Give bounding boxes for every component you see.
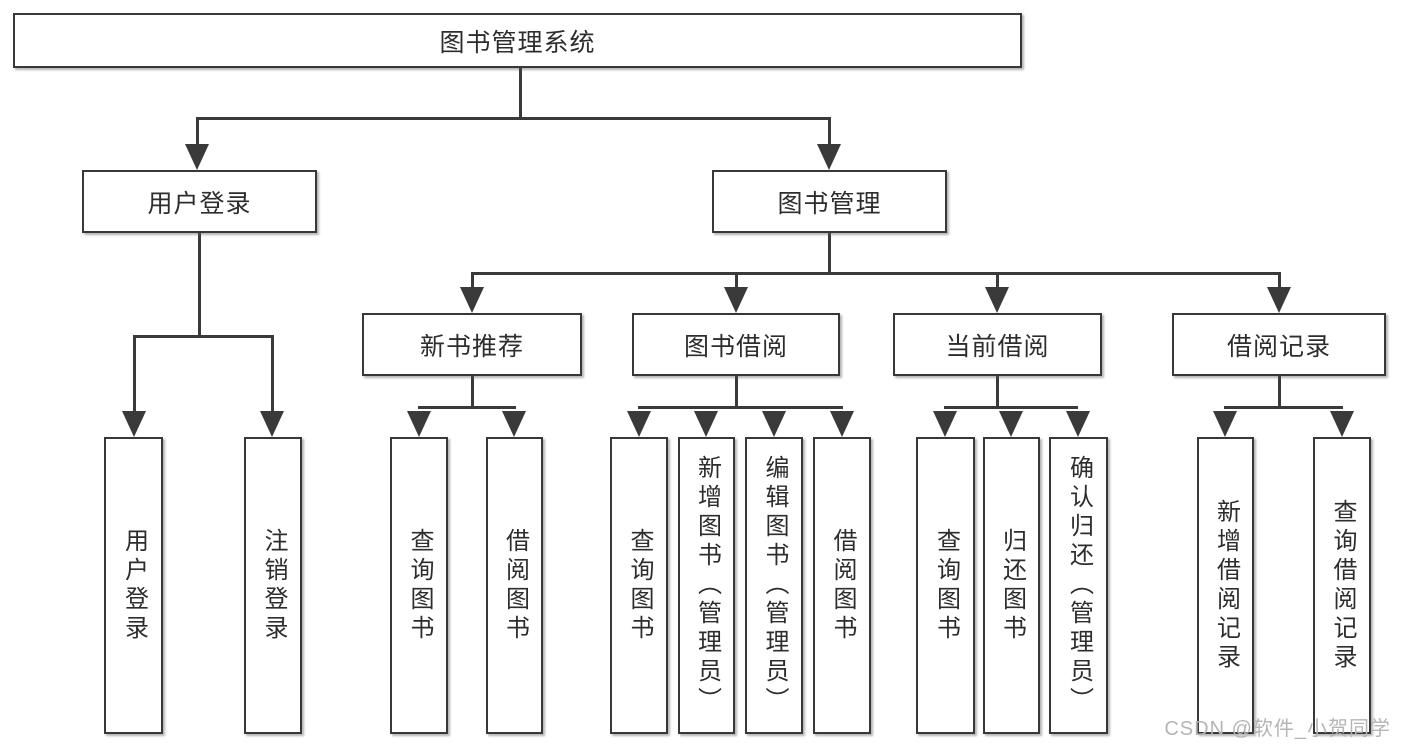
node-label: 查询图书: [626, 527, 653, 644]
arrow-down-icon: [817, 144, 841, 170]
diagram-node-return-books: 归还图书: [983, 437, 1040, 734]
diagram-node-book-borrowing: 图书借阅: [632, 313, 840, 376]
connector-line: [944, 406, 1078, 409]
arrow-down-icon: [999, 411, 1023, 437]
connector-line: [735, 272, 738, 290]
node-label: 编辑图书（管理员）: [761, 455, 788, 716]
connector-line: [196, 117, 831, 120]
diagram-node-user-login: 用户登录: [82, 170, 317, 233]
arrow-down-icon: [830, 411, 854, 437]
diagram-node-borrowing-records: 借阅记录: [1172, 313, 1386, 376]
node-label: 新增借阅记录: [1212, 498, 1240, 673]
node-label: 借阅图书: [501, 527, 529, 644]
connector-line: [133, 335, 136, 415]
diagram-node-user-login-leaf: 用户登录: [104, 437, 163, 734]
node-label: 新增图书（管理员）: [693, 455, 721, 716]
node-label: 查询图书: [932, 527, 960, 644]
diagram-node-add-books-admin: 新增图书（管理员）: [678, 437, 735, 734]
diagram-node-query-borrow-record: 查询借阅记录: [1313, 437, 1371, 734]
diagram-node-logout: 注销登录: [244, 437, 302, 734]
connector-line: [519, 68, 522, 119]
connector-line: [133, 335, 273, 338]
diagram-node-query-books-1: 查询图书: [390, 437, 448, 734]
node-label: 归还图书: [998, 527, 1026, 644]
node-label: 确认归还（管理员）: [1065, 455, 1093, 716]
connector-line: [1224, 406, 1343, 409]
node-label: 图书管理系统: [439, 28, 596, 57]
node-label: 借阅记录: [1226, 332, 1331, 361]
connector-line: [471, 376, 474, 409]
arrow-down-icon: [407, 411, 431, 437]
csdn-watermark: CSDN @软件_小贺同学: [1164, 718, 1391, 740]
diagram-node-edit-books-admin: 编辑图书（管理员）: [745, 437, 803, 734]
arrow-down-icon: [724, 287, 748, 313]
diagram-node-query-books-3: 查询图书: [916, 437, 975, 734]
node-label: 当前借阅: [945, 332, 1050, 361]
arrow-down-icon: [460, 287, 484, 313]
diagram-node-current-borrowing: 当前借阅: [893, 313, 1102, 376]
connector-line: [198, 233, 201, 337]
node-label: 查询图书: [406, 527, 433, 644]
connector-line: [828, 233, 831, 274]
diagram-node-root: 图书管理系统: [13, 13, 1022, 68]
arrow-down-icon: [694, 411, 718, 437]
connector-line: [996, 272, 999, 290]
arrow-down-icon: [185, 144, 209, 170]
arrow-down-icon: [122, 411, 146, 437]
diagram-node-borrow-books-1: 借阅图书: [486, 437, 543, 734]
node-label: 注销登录: [260, 527, 287, 644]
node-label: 查询借阅记录: [1329, 498, 1356, 673]
arrow-down-icon: [1330, 411, 1354, 437]
connector-line: [828, 117, 831, 147]
diagram-node-add-borrow-record: 新增借阅记录: [1197, 437, 1254, 734]
diagram-node-query-books-2: 查询图书: [610, 437, 668, 734]
diagram-node-new-book-recommend: 新书推荐: [362, 313, 582, 376]
connector-line: [1278, 272, 1281, 290]
connector-line: [418, 406, 516, 409]
connector-line: [735, 376, 738, 409]
arrow-down-icon: [627, 411, 651, 437]
diagram-node-book-management: 图书管理: [712, 170, 947, 233]
node-label: 用户登录: [147, 189, 252, 218]
arrow-down-icon: [1213, 411, 1237, 437]
node-label: 图书借阅: [683, 332, 788, 361]
node-label: 新书推荐: [419, 332, 524, 361]
arrow-down-icon: [985, 287, 1009, 313]
arrow-down-icon: [502, 411, 526, 437]
arrow-down-icon: [762, 411, 786, 437]
arrow-down-icon: [1066, 411, 1090, 437]
diagram-node-borrow-books-2: 借阅图书: [813, 437, 871, 734]
node-label: 图书管理: [777, 189, 882, 218]
connector-line: [1278, 376, 1281, 409]
connector-line: [271, 335, 274, 415]
connector-line: [471, 272, 474, 290]
arrow-down-icon: [933, 411, 957, 437]
connector-line: [196, 117, 199, 147]
node-label: 用户登录: [120, 527, 148, 644]
connector-line: [471, 272, 1280, 275]
diagram-node-confirm-return-admin: 确认归还（管理员）: [1049, 437, 1108, 734]
arrow-down-icon: [260, 411, 284, 437]
connector-line: [996, 376, 999, 409]
connector-line: [638, 406, 843, 409]
node-label: 借阅图书: [829, 527, 856, 644]
arrow-down-icon: [1267, 287, 1291, 313]
